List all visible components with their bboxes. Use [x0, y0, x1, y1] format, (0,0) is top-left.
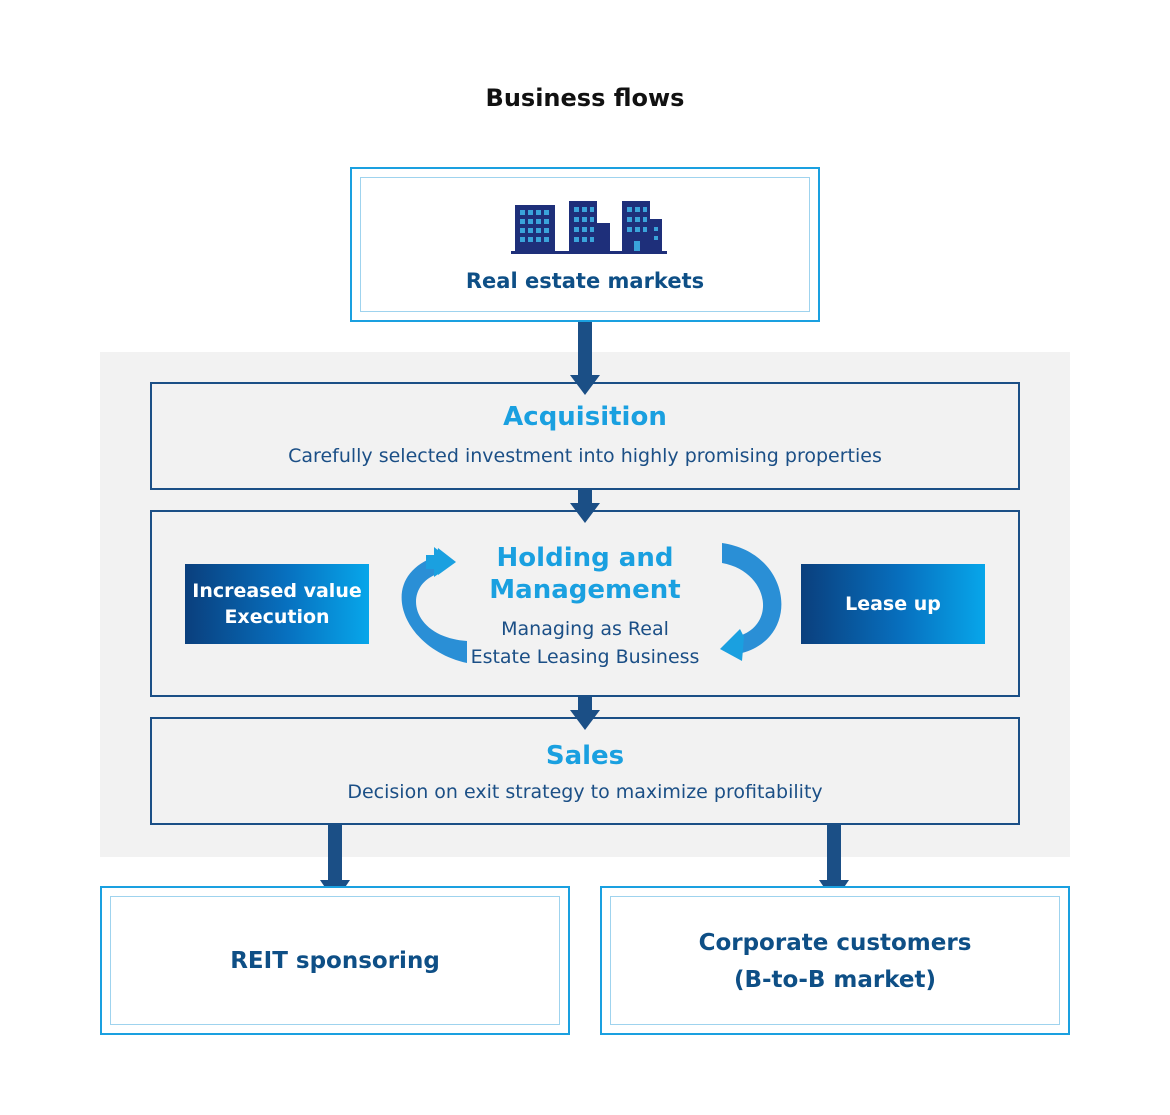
corporate-inner-frame: [610, 896, 1060, 1025]
acquisition-stage: Acquisition Carefully selected investmen…: [150, 382, 1020, 490]
arrow-holding-to-sales: [570, 697, 600, 730]
sales-title: Sales: [545, 741, 625, 771]
office-buildings-icon: [511, 201, 667, 254]
lease-up-box: Lease up: [801, 564, 985, 644]
holding-description-line2: Estate Leasing Business: [470, 646, 700, 668]
increased-value-execution-box: Increased value Execution: [185, 564, 369, 644]
arrow-markets-to-acquisition: [570, 322, 600, 395]
reit-inner-frame: [110, 896, 560, 1025]
execution-label: Execution: [224, 606, 330, 628]
b-to-b-market-label: (B-to-B market): [733, 967, 937, 993]
circular-arrows-icon: [401, 543, 782, 663]
corporate-customers-label: Corporate customers: [698, 930, 972, 956]
corporate-customers-box: Corporate customers (B-to-B market): [600, 886, 1070, 1035]
acquisition-description: Carefully selected investment into highl…: [288, 445, 882, 467]
sales-description: Decision on exit strategy to maximize pr…: [347, 781, 823, 803]
real-estate-markets-box: Real estate markets: [350, 167, 820, 322]
acquisition-title: Acquisition: [503, 402, 667, 432]
increased-value-label: Increased value: [192, 580, 362, 602]
reit-sponsoring-label: REIT sponsoring: [230, 948, 440, 974]
arrow-acquisition-to-holding: [570, 490, 600, 523]
lease-up-label: Lease up: [845, 593, 941, 615]
diagram-title: Business flows: [485, 84, 685, 112]
sales-stage: Sales Decision on exit strategy to maxim…: [150, 717, 1020, 825]
reit-sponsoring-box: REIT sponsoring: [100, 886, 570, 1035]
real-estate-markets-inner-frame: [360, 177, 810, 312]
holding-management-stage: Increased value Execution Lease up Holdi…: [150, 510, 1020, 697]
real-estate-markets-label: Real estate markets: [465, 269, 705, 293]
holding-title-line1: Holding and: [496, 543, 674, 573]
holding-title-line2: Management: [489, 575, 681, 605]
holding-description-line1: Managing as Real: [501, 618, 669, 640]
